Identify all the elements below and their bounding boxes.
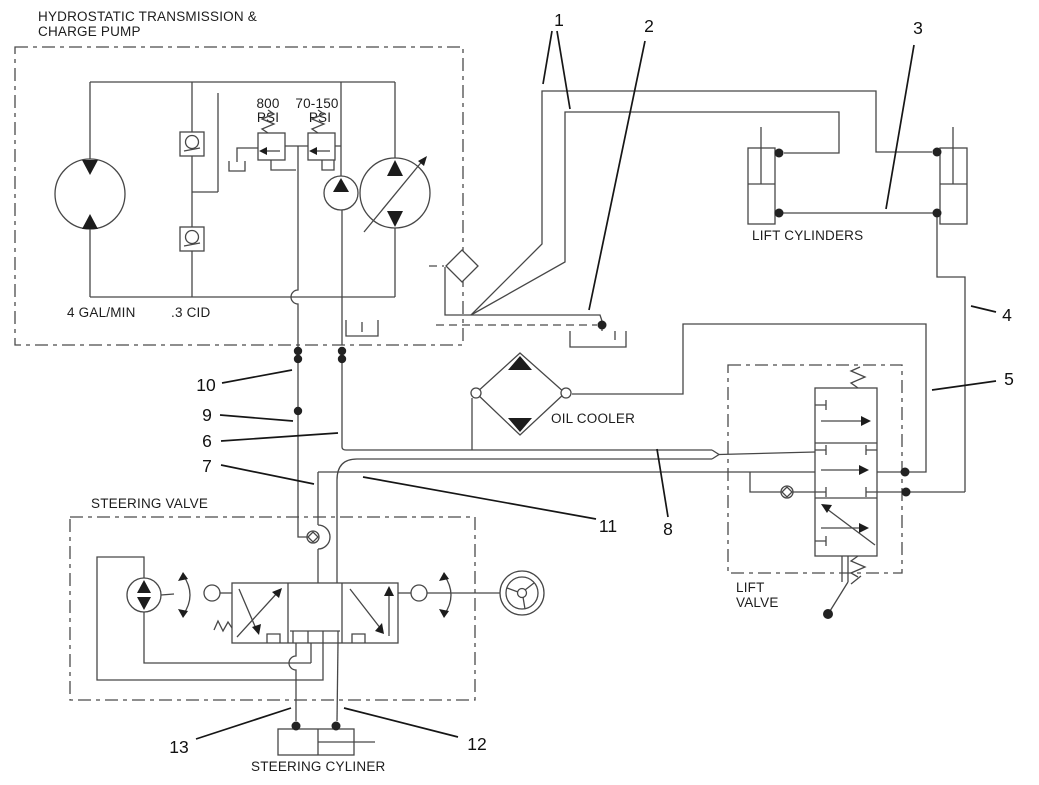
gerotor-symbol — [126, 577, 162, 613]
supply-lines — [436, 90, 932, 348]
callout-13: 13 — [169, 737, 188, 757]
flow-rate-label: 4 GAL/MIN — [67, 305, 136, 320]
callout-6: 6 — [202, 431, 212, 451]
transmission-title-line2: CHARGE PUMP — [38, 24, 141, 39]
cylinder-line-right — [336, 642, 339, 722]
rotation-arrow-left — [178, 572, 191, 618]
relief2-pilot-drain — [321, 160, 335, 171]
displacement-label: .3 CID — [171, 305, 211, 320]
cylinder-supply-line-2 — [470, 111, 840, 316]
callout-3: 3 — [913, 18, 923, 38]
relief1-unit: PSI — [257, 110, 279, 125]
mid-lines — [318, 359, 816, 499]
lift-valve-body — [814, 387, 878, 557]
loop-rails — [90, 81, 395, 298]
lift-valve: LIFT VALVE — [727, 364, 965, 619]
relief1-tank-drain — [228, 147, 258, 172]
charge-pump-symbol — [323, 82, 379, 345]
charge-check-valves — [179, 82, 219, 297]
lift-cylinders-label: LIFT CYLINDERS — [752, 228, 863, 243]
cooler-left-port — [470, 387, 482, 399]
callout-10: 10 — [196, 375, 216, 395]
return-run-upper — [341, 359, 712, 451]
steering-valve-body — [231, 582, 399, 644]
left-roller — [203, 584, 221, 602]
cooler-right-port — [560, 387, 572, 399]
steering-valve-spring — [213, 619, 233, 633]
transmission-section: HYDROSTATIC TRANSMISSION & CHARGE PUMP 8… — [14, 9, 479, 534]
cooler-to-liftvalve-line — [572, 323, 927, 473]
lift-valve-label-line2: VALVE — [736, 595, 779, 610]
relief1-spring — [260, 109, 276, 134]
steering-valve-boundary — [69, 516, 476, 701]
oil-cooler: OIL COOLER — [470, 323, 927, 473]
callouts: 1 2 3 4 5 6 7 8 9 10 11 12 13 — [169, 10, 1014, 757]
steering-cylinder: STEERING CYLINER — [251, 728, 386, 774]
hydrostatic-motor-symbol — [54, 82, 126, 297]
lift-cylinder-right — [939, 127, 968, 225]
oil-cooler-label: OIL COOLER — [551, 411, 635, 426]
feed-line-a — [297, 534, 307, 538]
callout-12: 12 — [467, 734, 486, 754]
hose-pointed-end — [711, 449, 721, 460]
steering-supply-run — [336, 458, 712, 481]
relief1-pilot-drain — [270, 160, 296, 171]
relief2-unit: PSI — [309, 110, 331, 125]
steering-cylinder-label: STEERING CYLINER — [251, 759, 386, 774]
liftvalve-check-valve — [780, 485, 794, 499]
callout-2: 2 — [644, 16, 654, 36]
callout-1: 1 — [554, 10, 564, 30]
relief2-spring — [310, 109, 326, 134]
callout-7: 7 — [202, 456, 212, 476]
cylinder-supply-line-1 — [470, 90, 932, 316]
transmission-boundary — [14, 46, 464, 346]
right-roller — [410, 584, 428, 602]
callout-9: 9 — [202, 405, 212, 425]
steering-valve: STEERING VALVE — [69, 472, 545, 722]
rotation-arrow-right — [439, 572, 452, 618]
lift-valve-lever — [823, 556, 862, 619]
merged-line-to-liftvalve — [718, 451, 816, 456]
relief-valve-70-150psi: 70-150 PSI — [295, 96, 338, 171]
suction-strainer — [345, 320, 379, 337]
relief-valve-800psi: 800 PSI — [228, 96, 296, 172]
steering-wheel-icon — [499, 570, 545, 616]
lift-valve-spring-top — [849, 366, 867, 389]
callout-8: 8 — [663, 519, 673, 539]
callout-4: 4 — [1002, 305, 1012, 325]
charge-pressure-line — [290, 146, 299, 534]
lift-valve-label-line1: LIFT — [736, 580, 765, 595]
relief1-value: 800 — [256, 96, 279, 111]
lift-cylinders: LIFT CYLINDERS — [747, 127, 968, 492]
reservoir-symbol — [569, 331, 627, 348]
lift-valve-spring-bottom — [849, 555, 867, 578]
transmission-title-line1: HYDROSTATIC TRANSMISSION & — [38, 9, 257, 24]
cylinder-line-left — [288, 643, 297, 721]
steering-valve-label: STEERING VALVE — [91, 496, 208, 511]
variable-pump-symbol — [359, 82, 431, 297]
coupling-diamond — [429, 249, 479, 283]
lift-cylinder-left — [747, 127, 776, 225]
steering-check-valve — [306, 530, 320, 544]
callout-5: 5 — [1004, 369, 1014, 389]
gerotor-loop-lower — [143, 612, 312, 664]
lower-supply-run — [318, 471, 815, 493]
return-to-tank-line — [444, 267, 603, 331]
feed-line-b — [317, 472, 331, 583]
lift-return-line — [936, 213, 966, 492]
gerotor-loop-upper — [96, 556, 324, 681]
junction-dots — [291, 147, 942, 731]
relief2-value: 70-150 — [295, 96, 338, 111]
callout-11: 11 — [599, 516, 617, 536]
gerotor-link — [160, 593, 175, 596]
